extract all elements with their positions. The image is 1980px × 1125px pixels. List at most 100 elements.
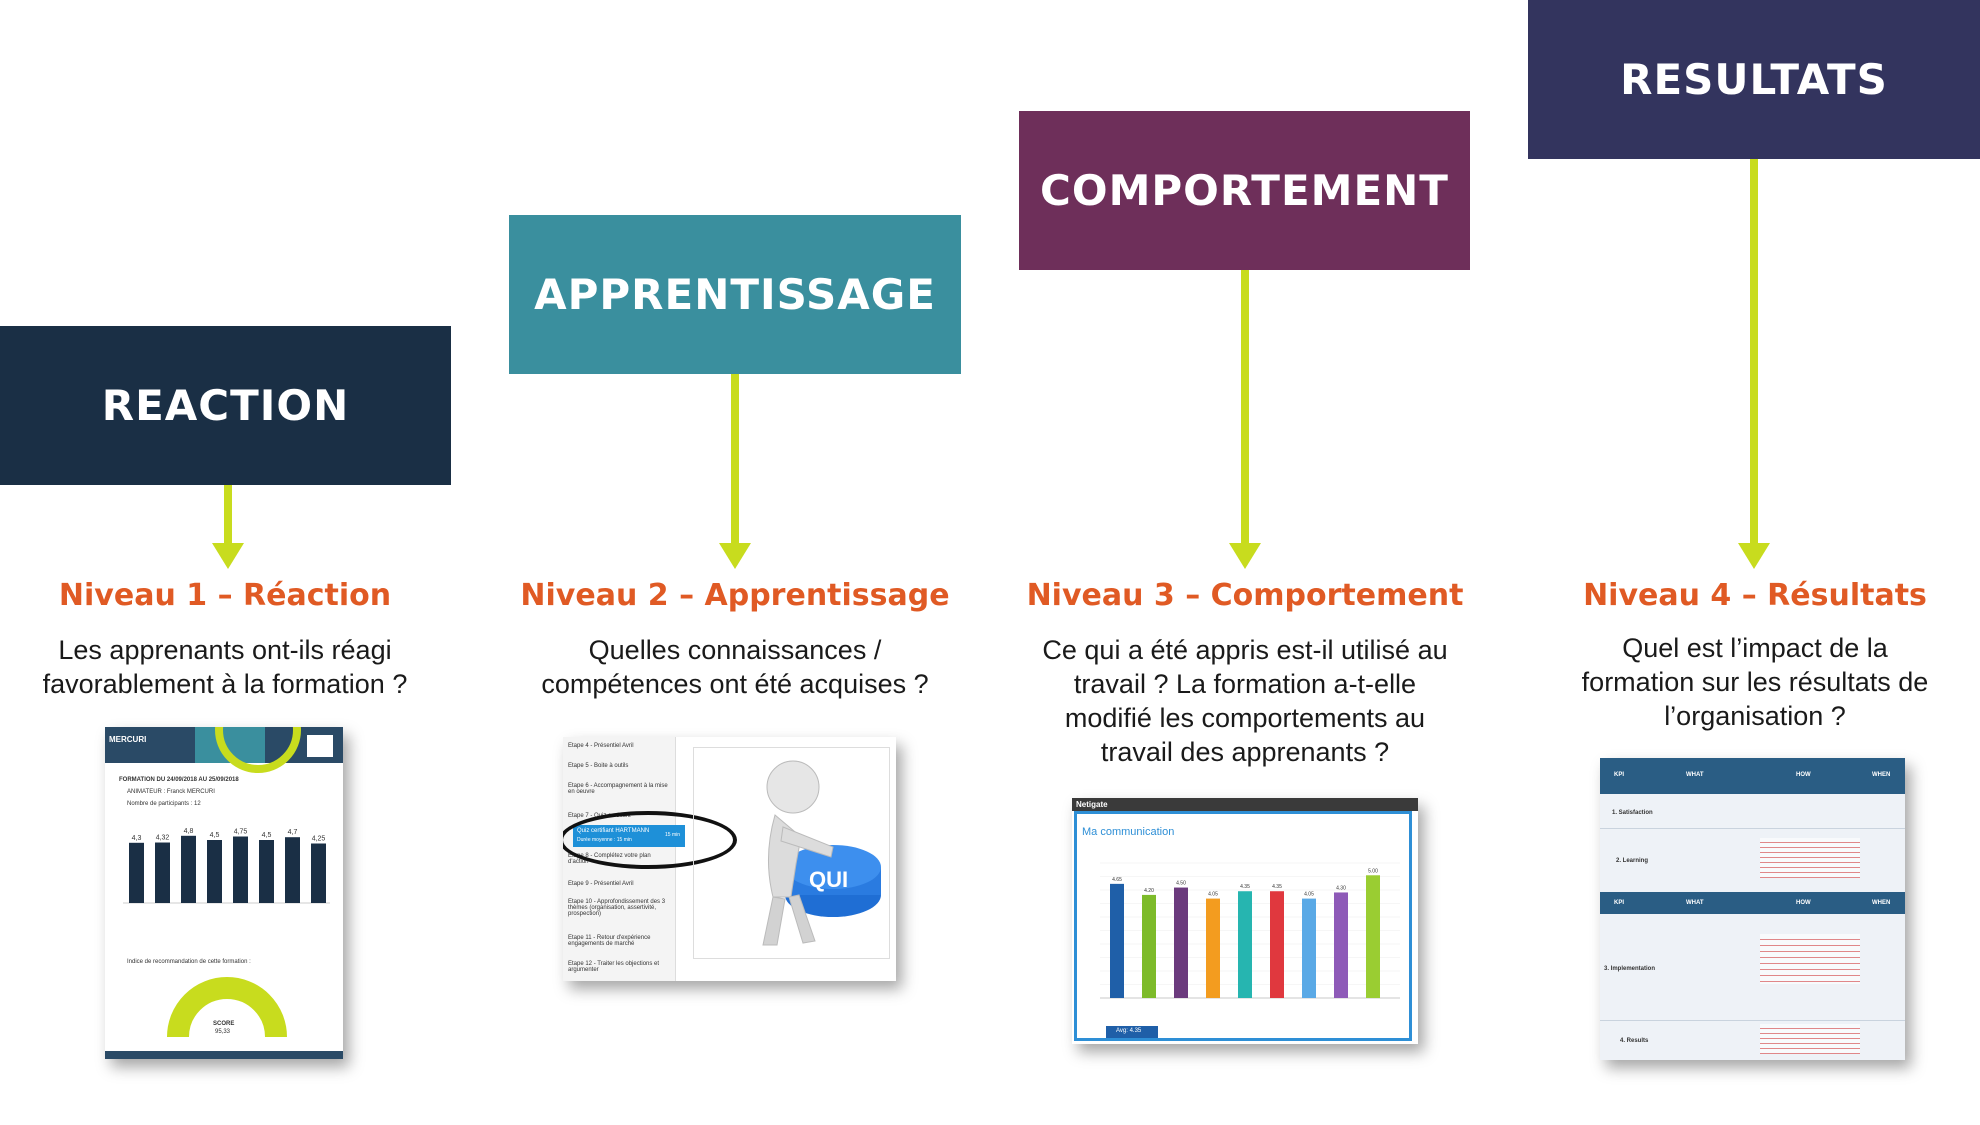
level-1-title: Niveau 1 – Réaction <box>58 578 392 613</box>
box-reaction: REACTION <box>0 326 451 485</box>
report-bar <box>155 842 170 903</box>
menu-item[interactable]: Etape 4 - Présentiel Avril <box>568 743 634 749</box>
netigate-bar <box>1174 887 1188 998</box>
report-footer-band <box>105 1051 343 1059</box>
kpi-red-notes <box>1760 838 1860 878</box>
kpi2-header-what: WHAT <box>1686 900 1704 906</box>
kpi-row-implementation: 3. Implementation <box>1604 966 1656 972</box>
report-bar-label: 4,5 <box>210 832 220 839</box>
netigate-brand: Netigate <box>1076 800 1108 809</box>
report-bar-label: 4,32 <box>156 835 170 842</box>
menu-item[interactable]: Etape 10 - Approfondissement des 3 thème… <box>568 899 666 917</box>
kpi-table-1-header: KPI WHAT HOW WHEN <box>1600 758 1905 794</box>
level-2-question: Quelles connaissances / compétences ont … <box>541 635 929 699</box>
kpi-row-learning: 2. Learning <box>1616 858 1649 864</box>
netigate-bar-label: 4.65 <box>1112 877 1122 883</box>
netigate-bar <box>1238 891 1252 998</box>
kpi-header-when: WHEN <box>1872 772 1891 778</box>
kpi-table-divider-2 <box>1600 1020 1905 1021</box>
netigate-bar-label: 4.35 <box>1240 884 1250 890</box>
netigate-bar <box>1366 875 1380 998</box>
report-score-label: SCORE <box>213 1021 235 1027</box>
netigate-bar-label: 4.35 <box>1272 884 1282 890</box>
arrow-resultats <box>1738 159 1770 569</box>
results-kpi-thumbnail: KPI WHAT HOW WHEN 1. Satisfaction 2. Lea… <box>1600 758 1905 1060</box>
report-score-value: 95,33 <box>215 1029 231 1035</box>
report-score-gauge <box>167 977 287 1037</box>
report-bar <box>285 837 300 903</box>
arrow-comportement <box>1229 270 1261 569</box>
netigate-bar-label: 4.50 <box>1176 881 1186 887</box>
kpi-header-kpi: KPI <box>1614 772 1625 778</box>
arrow-apprentissage <box>719 374 751 569</box>
netigate-bar-label: 4.05 <box>1208 892 1218 898</box>
box-resultats: RESULTATS <box>1528 0 1980 159</box>
netigate-bar <box>1110 883 1124 998</box>
report-bar <box>129 842 144 903</box>
box-comportement-label: COMPORTEMENT <box>1040 166 1449 215</box>
netigate-frame <box>1074 811 1412 1041</box>
level-2-title: Niveau 2 – Apprentissage <box>520 578 950 613</box>
level-4-question: Quel est l’impact de la formation sur le… <box>1581 633 1929 731</box>
kpi2-header-how: HOW <box>1796 900 1811 906</box>
report-bar-label: 4,7 <box>288 829 298 836</box>
platform-content-border <box>693 747 890 959</box>
kpi-header-what: WHAT <box>1686 772 1704 778</box>
report-bar-label: 4,5 <box>262 832 272 839</box>
kpi2-header-kpi: KPI <box>1614 900 1625 906</box>
report-recommendation: Indice de recommandation de cette format… <box>127 959 251 965</box>
reaction-report-thumbnail: MERCURI FORMATION DU 24/09/2018 AU 25/09… <box>105 727 343 1059</box>
menu-item[interactable]: Etape 9 - Présentiel Avril <box>568 881 634 887</box>
kpi2-header-when: WHEN <box>1872 900 1891 906</box>
netigate-title: Ma communication <box>1082 826 1175 838</box>
menu-item[interactable]: Etape 6 - Accompagnement à la mise en oe… <box>568 783 668 795</box>
report-bar <box>207 840 222 903</box>
report-bar-label: 4,8 <box>184 828 194 835</box>
menu-item[interactable]: Etape 12 - Traiter les objections et arg… <box>568 961 660 973</box>
netigate-avg: Avg: 4.35 <box>1116 1028 1142 1034</box>
report-bar <box>181 835 196 903</box>
report-animateur: ANIMATEUR : Franck MERCURI <box>127 789 215 795</box>
kpi-table-2-header: KPI WHAT HOW WHEN <box>1600 892 1905 914</box>
box-resultats-label: RESULTATS <box>1620 55 1888 104</box>
report-logo-icon <box>305 733 335 759</box>
report-bar-label: 4,75 <box>234 829 248 836</box>
report-brand: MERCURI <box>109 735 147 744</box>
level-4-title: Niveau 4 – Résultats <box>1583 578 1927 613</box>
level-1-question: Les apprenants ont-ils réagi favorableme… <box>42 635 408 699</box>
kpi-row-results: 4. Results <box>1620 1038 1649 1044</box>
menu-item[interactable]: Etape 11 - Retour d'expérience engagemen… <box>568 935 651 947</box>
box-reaction-label: REACTION <box>101 381 350 430</box>
level-3-question: Ce qui a été appris est-il utilisé au tr… <box>1042 635 1448 767</box>
netigate-topbar <box>1072 798 1418 811</box>
netigate-bar <box>1206 898 1220 998</box>
netigate-avg-badge: Avg: 4.35 <box>1106 1026 1158 1038</box>
box-apprentissage: APPRENTISSAGE <box>509 215 961 374</box>
netigate-bar-label: 4.20 <box>1144 888 1154 894</box>
report-participants: Nombre de participants : 12 <box>127 801 201 807</box>
report-bar <box>311 843 326 903</box>
netigate-bar <box>1270 891 1284 998</box>
kpi-table-divider <box>1600 828 1905 829</box>
menu-item[interactable]: Etape 5 - Boite à outils <box>568 763 629 769</box>
netigate-bar-label: 5.00 <box>1368 868 1378 874</box>
kpi-red-notes-3 <box>1760 1024 1860 1054</box>
netigate-bar <box>1302 898 1316 998</box>
highlight-circle <box>563 811 737 869</box>
kpi-red-notes-2 <box>1760 934 1860 984</box>
arrow-reaction <box>212 485 244 569</box>
report-bar-chart: 4,3 4,32 4,8 4,5 4,75 4,5 4,7 4,25 <box>123 828 330 904</box>
level-3-title: Niveau 3 – Comportement <box>1026 578 1464 613</box>
box-comportement: COMPORTEMENT <box>1019 111 1470 270</box>
report-header-arc <box>215 727 301 773</box>
report-bar-label: 4,25 <box>312 836 326 843</box>
quiz-figure-illustration: QUI <box>762 760 881 946</box>
netigate-bar <box>1334 892 1348 998</box>
quiz-button-text: QUI <box>809 867 848 892</box>
report-bar <box>259 840 274 903</box>
report-bar-label: 4,3 <box>132 835 142 842</box>
kpi-row-satisfaction: 1. Satisfaction <box>1612 810 1653 816</box>
box-apprentissage-label: APPRENTISSAGE <box>534 270 936 319</box>
netigate-bar-label: 4.30 <box>1336 885 1346 891</box>
